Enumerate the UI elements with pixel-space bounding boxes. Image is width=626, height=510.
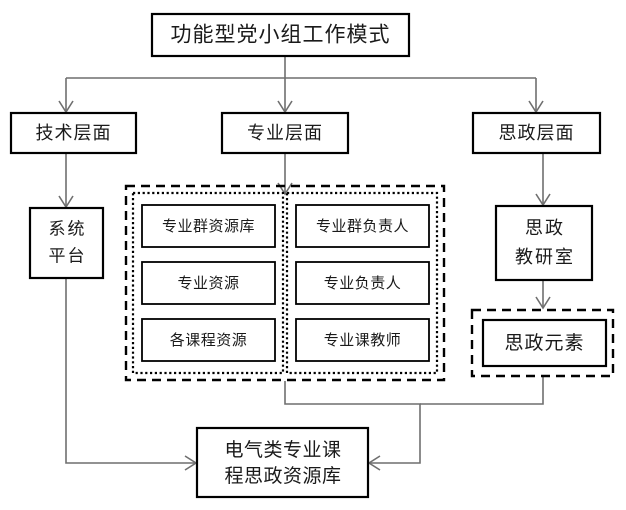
ideology-element-outer-border	[470, 308, 615, 378]
level-ideology-box[interactable]	[471, 111, 602, 155]
resource-3-box[interactable]	[141, 318, 276, 362]
system-platform-label-line1: 系统	[49, 219, 87, 238]
level-specialty-box[interactable]	[220, 111, 350, 155]
node-title[interactable]: 功能型党小组工作模式	[150, 12, 411, 58]
resource-1-box[interactable]	[141, 204, 276, 248]
node-resource-2[interactable]: 专业资源	[141, 261, 276, 305]
node-ideology-office[interactable]: 思政 教研室	[494, 204, 594, 282]
title-box[interactable]	[150, 12, 411, 58]
connector-element-to-result	[420, 376, 544, 405]
result-label-line1: 电气类专业课	[224, 439, 341, 461]
node-level-specialty[interactable]: 专业层面	[220, 111, 350, 155]
arrowhead-element	[535, 296, 551, 310]
resource-3-label: 各课程资源	[170, 332, 248, 349]
result-box[interactable]	[195, 426, 370, 499]
title-label: 功能型党小组工作模式	[171, 24, 391, 47]
node-level-ideology[interactable]: 思政层面	[471, 111, 602, 155]
people-3-box[interactable]	[295, 318, 430, 362]
people-1-label: 专业群负责人	[316, 218, 409, 235]
specialty-dashed-group: 专业群资源库 专业资源 各课程资源 专业群负责人 专业负责人	[124, 184, 446, 382]
node-people-3[interactable]: 专业课教师	[295, 318, 430, 362]
specialty-group-outer-border	[124, 184, 446, 382]
level-specialty-label: 专业层面	[247, 123, 323, 143]
ideology-element-label: 思政元素	[504, 332, 584, 354]
node-system-platform[interactable]: 系统 平台	[28, 206, 105, 280]
resource-2-label: 专业资源	[177, 275, 239, 292]
connector-platform-to-result	[65, 278, 196, 464]
ideology-element-box[interactable]	[481, 318, 608, 368]
node-people-1[interactable]: 专业群负责人	[295, 204, 430, 248]
system-platform-label-line2: 平台	[49, 246, 87, 265]
ideology-office-box[interactable]	[494, 204, 594, 282]
level-technology-box[interactable]	[9, 111, 138, 155]
people-2-box[interactable]	[295, 261, 430, 305]
node-people-2[interactable]: 专业负责人	[295, 261, 430, 305]
result-label-line2: 程思政资源库	[224, 465, 341, 487]
node-ideology-element[interactable]: 思政元素	[481, 318, 608, 368]
level-technology-label: 技术层面	[36, 123, 112, 143]
ideology-office-label-line1: 思政	[525, 218, 565, 238]
system-platform-box[interactable]	[28, 206, 105, 280]
people-3-label: 专业课教师	[324, 332, 402, 349]
people-2-label: 专业负责人	[324, 275, 402, 292]
node-result[interactable]: 电气类专业课 程思政资源库	[195, 426, 370, 499]
resource-subgroup-border	[131, 191, 285, 375]
resource-2-box[interactable]	[141, 261, 276, 305]
ideology-element-dashed-group: 思政元素	[470, 308, 615, 378]
node-resource-1[interactable]: 专业群资源库	[141, 204, 276, 248]
people-1-box[interactable]	[295, 204, 430, 248]
node-resource-3[interactable]: 各课程资源	[141, 318, 276, 362]
resource-1-label: 专业群资源库	[162, 218, 255, 235]
people-subgroup-border	[285, 191, 439, 375]
level-ideology-label: 思政层面	[499, 123, 575, 143]
node-level-technology[interactable]: 技术层面	[9, 111, 138, 155]
ideology-office-label-line2: 教研室	[515, 247, 575, 267]
